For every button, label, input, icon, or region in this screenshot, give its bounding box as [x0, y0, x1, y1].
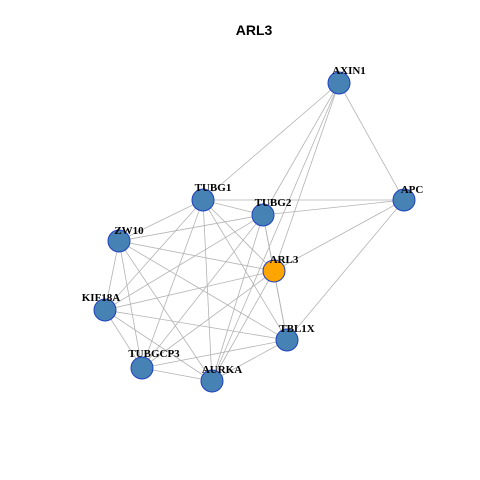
edge-arl3-tbl1x: [273, 270, 288, 341]
node-label-zw10: ZW10: [114, 225, 144, 237]
node-circle-apc: [392, 188, 416, 212]
node-circle-tubgcp3: [130, 356, 154, 380]
node-label-tubg1: TUBG1: [195, 182, 232, 194]
edge-arl3-tubgcp3: [141, 270, 275, 369]
edge-zw10-aurka: [118, 240, 213, 382]
node-circle-tbl1x: [275, 328, 299, 352]
edge-layer: [104, 82, 405, 382]
edge-tubg2-zw10: [118, 214, 264, 242]
edge-zw10-kif18a: [104, 240, 120, 311]
node-tubg1: TUBG1: [191, 182, 232, 212]
node-apc: APC: [392, 184, 424, 212]
node-tubg2: TUBG2: [251, 197, 292, 227]
edge-apc-tbl1x: [286, 199, 405, 341]
node-axin1: AXIN1: [327, 65, 366, 95]
edge-tubg1-zw10: [118, 199, 204, 242]
edge-tubg1-aurka: [202, 199, 213, 382]
edge-zw10-tbl1x: [118, 240, 288, 341]
edge-apc-arl3: [273, 199, 405, 272]
node-circle-axin1: [327, 71, 351, 95]
node-label-tbl1x: TBL1X: [279, 323, 315, 335]
edge-tubgcp3-tbl1x: [141, 339, 288, 369]
node-circle-aurka: [200, 369, 224, 393]
edge-zw10-arl3: [118, 240, 275, 272]
edge-arl3-aurka: [211, 270, 275, 382]
edge-kif18a-aurka: [104, 309, 213, 382]
node-label-kif18a: KIF18A: [82, 292, 121, 304]
node-tbl1x: TBL1X: [275, 323, 315, 352]
edge-axin1-arl3: [273, 82, 340, 272]
node-label-arl3: ARL3: [270, 254, 299, 266]
node-label-axin1: AXIN1: [332, 65, 366, 77]
edge-axin1-tubg1: [202, 82, 340, 201]
edge-axin1-tubg2: [262, 82, 340, 216]
node-label-tubg2: TUBG2: [255, 197, 292, 209]
node-circle-tubg2: [251, 203, 275, 227]
node-circle-arl3: [262, 259, 286, 283]
edge-tubg2-tubgcp3: [141, 214, 264, 369]
node-circle-zw10: [107, 229, 131, 253]
node-circle-kif18a: [93, 298, 117, 322]
edge-tubg2-apc: [262, 199, 405, 216]
node-zw10: ZW10: [107, 225, 144, 253]
node-label-tubgcp3: TUBGCP3: [128, 348, 180, 360]
edge-aurka-tbl1x: [211, 339, 288, 382]
edge-tubg1-arl3: [202, 199, 275, 272]
node-circle-tubg1: [191, 188, 215, 212]
edge-arl3-kif18a: [104, 270, 275, 311]
graph-title: ARL3: [236, 22, 273, 38]
edge-tubg2-kif18a: [104, 214, 264, 311]
node-aurka: AURKA: [200, 364, 242, 393]
edge-tubgcp3-aurka: [141, 367, 213, 382]
edge-kif18a-tbl1x: [104, 309, 288, 341]
node-kif18a: KIF18A: [82, 292, 121, 322]
edge-axin1-aurka: [211, 82, 340, 382]
node-label-apc: APC: [401, 184, 424, 196]
node-label-aurka: AURKA: [202, 364, 242, 376]
edge-tubg1-kif18a: [104, 199, 204, 311]
edge-axin1-apc: [338, 82, 405, 201]
node-tubgcp3: TUBGCP3: [128, 348, 180, 380]
node-arl3: ARL3: [262, 254, 299, 283]
